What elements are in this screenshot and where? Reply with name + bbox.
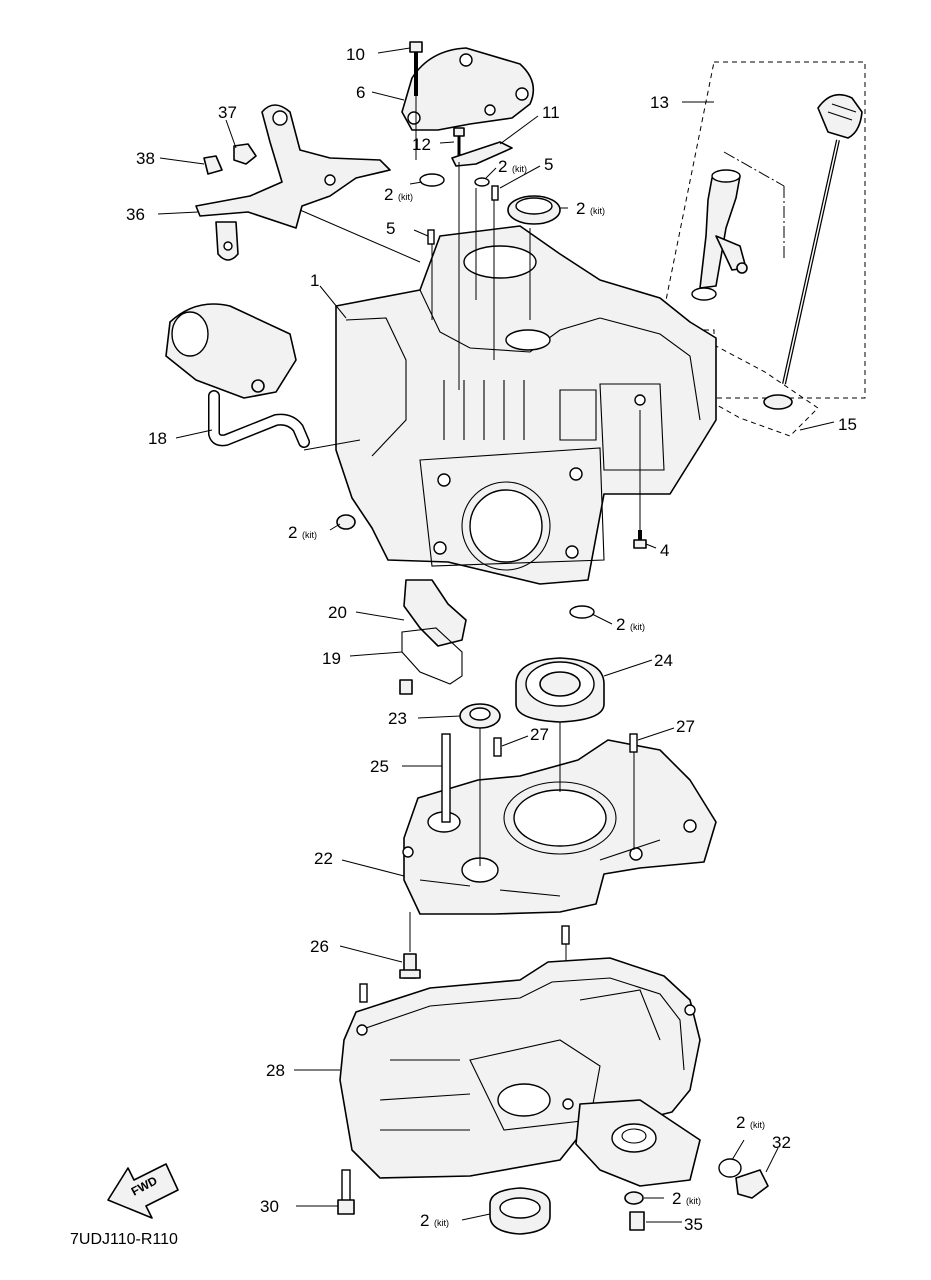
callout-10: 10 [346,45,365,64]
callout-2g: 2 [672,1189,681,1208]
kit-label-2d: (kit) [302,530,317,540]
forward-direction-arrow: FWD [107,1163,179,1219]
callout-18: 18 [148,429,167,448]
gasket-19 [401,627,463,685]
callout-5a: 5 [386,219,395,238]
o-ring-2a [419,173,445,187]
o-ring-15 [763,394,793,410]
callout-6: 6 [356,83,365,102]
callout-19: 19 [322,649,341,668]
callout-15: 15 [838,415,857,434]
drain-plug-32 [735,1169,769,1199]
callout-30: 30 [260,1197,279,1216]
dowel-pin-5a [427,229,435,245]
screw-19 [399,679,413,695]
callout-1: 1 [310,271,319,290]
bolt-37 [233,143,257,165]
diagram-code: 7UDJ110-R110 [70,1231,178,1248]
kit-label-2h: (kit) [750,1120,765,1130]
stud-25 [441,733,451,823]
bolt-30 [337,1169,355,1215]
o-ring-2e [569,605,595,619]
kit-label-2g: (kit) [686,1196,701,1206]
oil-pan [339,957,701,1179]
callout-24: 24 [654,651,673,670]
oil-seal-2c [507,195,561,225]
kit-label-2e: (kit) [630,622,645,632]
oil-dipstick [782,93,863,385]
callout-38: 38 [136,149,155,168]
callout-36: 36 [126,205,145,224]
callout-2f: 2 [420,1211,429,1230]
bolt-4 [633,530,647,549]
dowel-pin-5b [491,185,499,201]
callout-37: 37 [218,103,237,122]
kit-label-2a: (kit) [398,192,413,202]
bolt-35 [629,1211,645,1231]
dowel-pin-lower-a [359,983,368,1003]
callout-2d: 2 [288,523,297,542]
callout-2c: 2 [576,199,585,218]
washer-2g [624,1191,644,1205]
crankcase [335,225,717,585]
bolt-10 [409,41,423,96]
oil-filler-tube [691,169,748,301]
dowel-pin-27a [493,737,502,757]
bolt-38 [203,155,223,175]
callout-5b: 5 [544,155,553,174]
oil-seal-2f [489,1187,551,1235]
callout-20: 20 [328,603,347,622]
thermostat-housing [165,303,297,399]
callout-27b: 27 [676,717,695,736]
bearing-23 [459,703,501,729]
callout-11: 11 [542,103,560,122]
top-cover-plate [401,47,535,131]
callout-25: 25 [370,757,389,776]
callout-12: 12 [412,135,431,154]
hose-18 [208,390,310,448]
callout-2h: 2 [736,1113,745,1132]
callout-2a: 2 [384,185,393,204]
gasket-2h [718,1158,742,1178]
kit-label-2b: (kit) [512,164,527,174]
callout-26: 26 [310,937,329,956]
callout-13: 13 [650,93,669,112]
kit-label-2c: (kit) [590,206,605,216]
engine-bracket [195,104,391,261]
dowel-pin-lower-b [561,925,570,945]
callout-leaders [157,47,835,1223]
callout-32: 32 [772,1133,791,1152]
callout-labels: 10 6 11 12 13 37 38 36 1 18 5 5 15 4 20 … [70,45,857,1248]
callout-4: 4 [660,541,669,560]
callout-28: 28 [266,1061,285,1080]
callout-2b: 2 [498,157,507,176]
callout-35: 35 [684,1215,703,1234]
dowel-pin-27b [629,733,638,753]
bracket-11 [451,141,513,167]
o-ring-2b [474,177,490,187]
bearing-24 [515,657,605,723]
callout-27a: 27 [530,725,549,744]
callout-2e: 2 [616,615,625,634]
oil-filter-mount [575,1099,701,1187]
callout-23: 23 [388,709,407,728]
seal-2d [336,514,356,530]
plate-20 [403,579,467,647]
callout-22: 22 [314,849,333,868]
bolt-26 [399,953,421,979]
kit-label-2f: (kit) [434,1218,449,1228]
middle-plate [402,739,717,915]
